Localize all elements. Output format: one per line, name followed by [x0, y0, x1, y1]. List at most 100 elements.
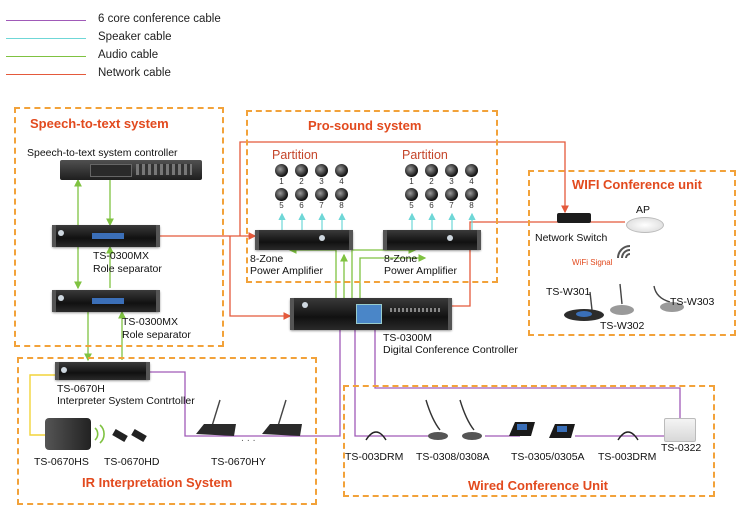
cable-coil-icon — [365, 431, 387, 441]
wifi-signal-label: WiFi Signal — [572, 258, 613, 267]
stt-controller-label: Speech-to-text system controller — [27, 147, 178, 159]
mx2-label: TS-0300MX — [122, 316, 179, 328]
speaker-number: 5 — [279, 201, 284, 210]
microphone-w302-icon — [610, 283, 634, 315]
mx1-sub-label: Role separator — [93, 263, 162, 275]
dcc-label-1: TS-0300M — [383, 332, 433, 344]
drm-left-label: TS-003DRM — [345, 451, 404, 463]
speaker-icon — [465, 188, 478, 201]
ir-signal-icon — [94, 424, 105, 444]
speaker-cables — [278, 212, 476, 230]
audio-cables — [74, 178, 427, 362]
legend-speaker: Speaker cable — [98, 31, 172, 43]
interpreter-desk-icon — [196, 399, 236, 436]
wifi-signal-icon — [617, 245, 631, 259]
speaker-number: 3 — [449, 177, 454, 186]
mic-0305-label: TS-0305/0305A — [511, 451, 585, 463]
w301-label: TS-W301 — [546, 286, 591, 298]
speaker-icon — [405, 164, 418, 177]
speaker-icon — [425, 164, 438, 177]
ellipsis: . . . — [241, 432, 256, 444]
conference-cables — [150, 330, 681, 437]
partition-left-label: Partition — [272, 148, 318, 162]
hy-label: TS-0670HY — [211, 456, 266, 468]
ts0322-device — [664, 418, 696, 442]
microphone-w303-icon — [653, 285, 684, 312]
power-amplifier-left — [255, 230, 353, 250]
speaker-number: 1 — [409, 177, 414, 186]
speaker-number: 1 — [279, 177, 284, 186]
ir-link — [29, 374, 55, 436]
speaker-icon — [335, 164, 348, 177]
ap-label: AP — [636, 204, 651, 216]
speaker-number: 6 — [429, 201, 434, 210]
speaker-number: 2 — [429, 177, 434, 186]
network-switch-device — [557, 213, 591, 223]
hd-label: TS-0670HD — [104, 456, 160, 468]
zone-wifi — [528, 170, 736, 336]
zone-pro-sound — [246, 110, 498, 283]
hs-label: TS-0670HS — [34, 456, 89, 468]
speaker-number: 8 — [339, 201, 344, 210]
speaker-number: 2 — [299, 177, 304, 186]
speaker-icon — [445, 164, 458, 177]
power-amplifier-right — [383, 230, 481, 250]
speaker-icon — [275, 164, 288, 177]
speaker-number: 3 — [319, 177, 324, 186]
legend-line-audio — [6, 56, 86, 57]
zone-wired — [343, 385, 715, 497]
microphone-w301-icon — [564, 291, 604, 321]
amp-left-label-1: 8-Zone — [250, 253, 284, 265]
speaker-icon — [315, 188, 328, 201]
speaker-icon — [295, 164, 308, 177]
partition-right-label: Partition — [402, 148, 448, 162]
speaker-icon — [465, 164, 478, 177]
h670-label: TS-0670H — [57, 383, 105, 395]
ts0322-label: TS-0322 — [661, 442, 702, 454]
speaker-number: 8 — [469, 201, 474, 210]
legend-line-6core — [6, 20, 86, 21]
cable-coil-icon — [617, 431, 639, 441]
role-separator-2 — [52, 290, 160, 312]
legend-line-speaker — [6, 38, 86, 39]
zone-title-prosound: Pro-sound system — [308, 118, 422, 133]
amp-right-label-1: 8-Zone — [384, 253, 418, 265]
w303-label: TS-W303 — [670, 296, 715, 308]
access-point-device — [626, 217, 664, 233]
speaker-number: 6 — [299, 201, 304, 210]
speaker-icon — [315, 164, 328, 177]
stt-controller-device — [60, 160, 202, 180]
conference-unit-0305-icon — [509, 422, 575, 438]
legend-audio: Audio cable — [98, 49, 159, 61]
legend-line-network — [6, 74, 86, 75]
legend-network: Network cable — [98, 67, 171, 79]
mx2-sub-label: Role separator — [122, 329, 191, 341]
dcc-label-2: Digital Conference Controller — [383, 344, 518, 356]
ir-radiator-device — [45, 418, 91, 450]
network-cables — [160, 141, 625, 320]
speaker-icon — [335, 188, 348, 201]
speaker-icon — [275, 188, 288, 201]
speaker-number: 7 — [449, 201, 454, 210]
speaker-icon — [445, 188, 458, 201]
amp-left-label-2: Power Amplifier — [250, 265, 323, 277]
interpreter-controller — [55, 362, 150, 380]
legend-6core: 6 core conference cable — [98, 13, 221, 25]
interp-ctrl-label: Interpreter System Contrtoller — [57, 395, 195, 407]
speaker-icon — [425, 188, 438, 201]
mx1-label: TS-0300MX — [93, 250, 150, 262]
w302-label: TS-W302 — [600, 320, 645, 332]
network-switch-label: Network Switch — [535, 232, 608, 244]
digital-conference-controller — [290, 298, 452, 330]
speaker-icon — [295, 188, 308, 201]
zone-title-wifi: WIFI Conference unit — [572, 177, 702, 192]
speaker-number: 5 — [409, 201, 414, 210]
interpreter-desk-icon — [262, 399, 302, 436]
zone-title-wired: Wired Conference Unit — [468, 478, 609, 493]
zone-speech-to-text — [14, 107, 224, 347]
amp-right-label-2: Power Amplifier — [384, 265, 457, 277]
role-separator-1 — [52, 225, 160, 247]
speaker-number: 4 — [469, 177, 474, 186]
zone-ir — [17, 357, 317, 505]
